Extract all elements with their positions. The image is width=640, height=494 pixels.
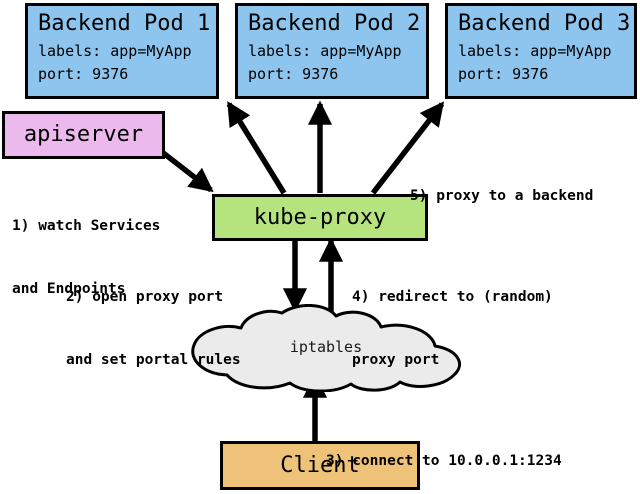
backend-pod-3-title: Backend Pod 3 bbox=[458, 11, 631, 36]
annotation-step-5-line-1: 5) proxy to a backend bbox=[410, 188, 594, 204]
cloud-shape bbox=[191, 304, 461, 392]
annotation-step-2-line-2: and set portal rules bbox=[66, 352, 241, 368]
edge-kubeproxy-to-pod-3 bbox=[370, 101, 445, 195]
edge-kubeproxy-to-pod-1 bbox=[226, 101, 287, 195]
annotation-step-3: 3) connect to 10.0.0.1:1234 bbox=[326, 409, 562, 494]
annotation-step-5: 5) proxy to a backend bbox=[410, 144, 593, 249]
annotation-step-1: 1) watch Services and Endpoints bbox=[12, 174, 160, 342]
iptables-cloud-node[interactable]: iptables bbox=[186, 304, 466, 392]
annotation-step-1-line-1: 1) watch Services bbox=[12, 218, 161, 234]
backend-pod-2-port: port: 9376 bbox=[248, 65, 339, 83]
apiserver-node[interactable]: apiserver bbox=[2, 111, 165, 159]
kube-proxy-label: kube-proxy bbox=[253, 204, 387, 230]
annotation-step-1-line-2: and Endpoints bbox=[12, 281, 126, 297]
annotation-step-2: 2) open proxy port and set portal rules bbox=[66, 245, 241, 413]
backend-pod-3-port: port: 9376 bbox=[458, 65, 549, 83]
backend-pod-1-title: Backend Pod 1 bbox=[38, 11, 211, 36]
annotation-step-4-line-2: proxy port bbox=[352, 352, 440, 368]
annotation-step-4-line-1: 4) redirect to (random) bbox=[352, 289, 553, 305]
apiserver-label: apiserver bbox=[23, 122, 144, 147]
iptables-label: iptables bbox=[289, 338, 363, 356]
edge-apiserver-to-kubeproxy bbox=[160, 149, 214, 193]
client-node[interactable]: Client bbox=[220, 441, 420, 490]
backend-pod-3-labels: labels: app=MyApp bbox=[458, 42, 612, 60]
backend-pod-1-port: port: 9376 bbox=[38, 65, 129, 83]
backend-pod-1[interactable]: Backend Pod 1 labels: app=MyApp port: 93… bbox=[25, 3, 219, 99]
backend-pod-3[interactable]: Backend Pod 3 labels: app=MyApp port: 93… bbox=[445, 3, 637, 99]
backend-pod-1-labels: labels: app=MyApp bbox=[38, 42, 192, 60]
annotation-step-2-line-1: 2) open proxy port bbox=[66, 289, 224, 305]
annotation-step-4: 4) redirect to (random) proxy port bbox=[352, 245, 553, 413]
backend-pod-2[interactable]: Backend Pod 2 labels: app=MyApp port: 93… bbox=[235, 3, 429, 99]
annotation-step-3-line-1: 3) connect to 10.0.0.1:1234 bbox=[326, 453, 562, 469]
kube-proxy-node[interactable]: kube-proxy bbox=[212, 194, 428, 241]
backend-pod-2-title: Backend Pod 2 bbox=[248, 11, 421, 36]
client-label: Client bbox=[280, 452, 360, 478]
backend-pod-2-labels: labels: app=MyApp bbox=[248, 42, 402, 60]
